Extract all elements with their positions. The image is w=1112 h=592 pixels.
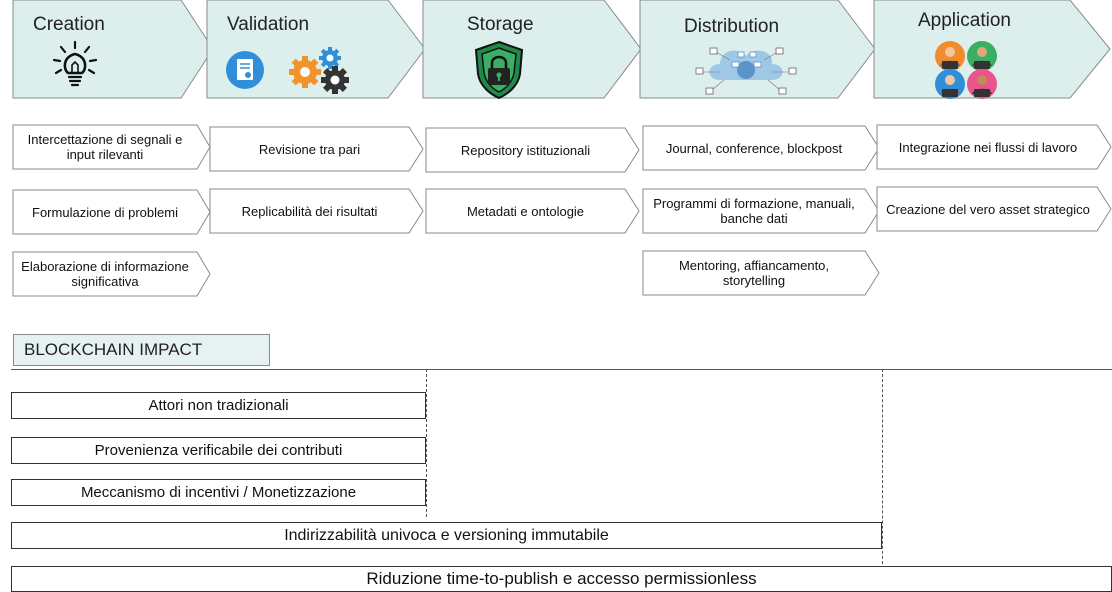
activity-label: Replicabilità dei risultati [241, 203, 378, 219]
activity-creation-2: Formulazione di problemi [12, 189, 211, 235]
blockchain-impact-title: BLOCKCHAIN IMPACT [13, 334, 270, 366]
activity-application-2: Creazione del vero asset strategico [876, 186, 1112, 232]
impact-bar-4: Indirizzabilità univoca e versioning imm… [11, 522, 882, 549]
chevron-shape [642, 250, 880, 296]
chevron-shape [876, 124, 1112, 170]
impact-bar-3: Meccanismo di incentivi / Monetizzazione [11, 479, 426, 506]
chevron-shape [642, 125, 880, 171]
activity-label: Repository istituzionali [460, 142, 591, 158]
activity-storage-1: Repository istituzionali [425, 127, 640, 173]
activity-creation-1: Intercettazione di segnali e input rilev… [12, 124, 211, 170]
activity-label: Mentoring, affiancamento, storytelling [678, 258, 830, 288]
people-users-icon [932, 40, 1002, 107]
activity-label: Metadati e ontologie [466, 203, 585, 219]
activity-label: Revisione tra pari [258, 141, 361, 157]
activity-label: Journal, conference, blockpost [665, 140, 843, 156]
chevron-shape [209, 188, 424, 234]
chevron-shape [12, 189, 211, 235]
activity-label: Intercettazione di segnali e input rilev… [27, 132, 183, 162]
activity-distribution-1: Journal, conference, blockpost [642, 125, 880, 171]
certificate-gears-icon [223, 40, 363, 99]
stage-title: Validation [227, 14, 310, 35]
chevron-shape [12, 251, 211, 297]
impact-guide-left [426, 369, 427, 517]
stage-title: Distribution [684, 16, 780, 37]
activity-storage-2: Metadati e ontologie [425, 188, 640, 234]
impact-bar-2: Provenienza verificabile dei contributi [11, 437, 426, 464]
lightbulb-icon [51, 40, 99, 93]
activity-application-1: Integrazione nei flussi di lavoro [876, 124, 1112, 170]
activity-distribution-3: Mentoring, affiancamento, storytelling [642, 250, 880, 296]
activity-validation-1: Revisione tra pari [209, 126, 424, 172]
chevron-shape [425, 188, 640, 234]
activity-label: Integrazione nei flussi di lavoro [898, 139, 1078, 155]
activity-label: Programmi di formazione, manuali, banche… [653, 196, 855, 226]
activity-creation-3: Elaborazione di informazione significati… [12, 251, 211, 297]
chevron-shape [642, 188, 880, 234]
chevron-shape [876, 186, 1112, 232]
chevron-shape [425, 127, 640, 173]
impact-divider [11, 369, 1112, 370]
stage-distribution: Distribution [639, 0, 876, 101]
stage-title: Creation [33, 14, 105, 35]
stage-validation: Validation [206, 0, 426, 99]
stage-storage: Storage [422, 0, 642, 100]
stage-title: Storage [467, 14, 534, 35]
impact-bar-5: Riduzione time-to-publish e accesso perm… [11, 566, 1112, 592]
stage-creation: Creation [12, 0, 214, 99]
stage-application: Application [873, 0, 1112, 99]
chevron-shape [12, 124, 211, 170]
shield-lock-icon [473, 40, 525, 105]
activity-distribution-2: Programmi di formazione, manuali, banche… [642, 188, 880, 234]
stage-arrow-shape [12, 0, 214, 99]
activity-label: Elaborazione di informazione significati… [21, 259, 189, 289]
activity-validation-2: Replicabilità dei risultati [209, 188, 424, 234]
activity-label: Formulazione di problemi [32, 204, 178, 220]
chevron-shape [209, 126, 424, 172]
impact-guide-right [882, 369, 883, 569]
activity-label: Creazione del vero asset strategico [886, 201, 1090, 217]
cloud-network-icon [694, 40, 798, 101]
stage-title: Application [918, 10, 1011, 31]
impact-bar-1: Attori non tradizionali [11, 392, 426, 419]
